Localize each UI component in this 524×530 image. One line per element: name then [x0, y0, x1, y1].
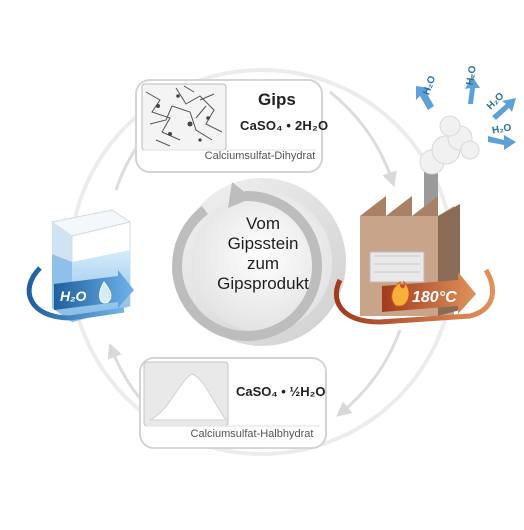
steam-arrows	[416, 76, 516, 150]
halbhydrat-formula: CaSO₄ • ½H₂O	[236, 384, 326, 399]
center-line-1: Vom	[245, 214, 281, 233]
gips-crystal-dots	[156, 94, 210, 142]
gips-crystal-texture	[145, 85, 223, 147]
water-arrow-curve	[26, 266, 125, 321]
center-line-3: zum	[246, 254, 280, 273]
center-disc-inner	[192, 192, 332, 332]
halbhydrat-caption: Calciumsulfat-Halbhydrat	[190, 428, 314, 440]
center-title: Vom Gipsstein zum Gipsprodukt	[198, 214, 328, 294]
water-drop-icon	[99, 281, 112, 304]
water-badge-label: H₂O	[60, 288, 87, 304]
cycle-arrow-top-right	[329, 90, 397, 188]
water-arrow-badge	[54, 270, 134, 310]
steam-cloud	[419, 115, 480, 175]
gips-title: Gips	[258, 90, 296, 109]
powder-heap	[149, 373, 227, 421]
heat-badge-label: 180°C	[412, 289, 457, 306]
cycle-arrow-bottom-right	[336, 329, 402, 417]
heat-arrow-curve	[333, 268, 496, 325]
center-rotation-arrowhead	[228, 182, 252, 208]
gips-formula: CaSO₄ • 2H₂O	[240, 118, 329, 133]
center-line-4: Gipsprodukt	[217, 274, 309, 293]
flame-icon	[391, 280, 410, 307]
gips-caption: Calciumsulfat-Dihydrat	[204, 150, 316, 162]
center-rotation-arrow	[172, 190, 323, 341]
center-line-2: Gipsstein	[227, 234, 299, 253]
